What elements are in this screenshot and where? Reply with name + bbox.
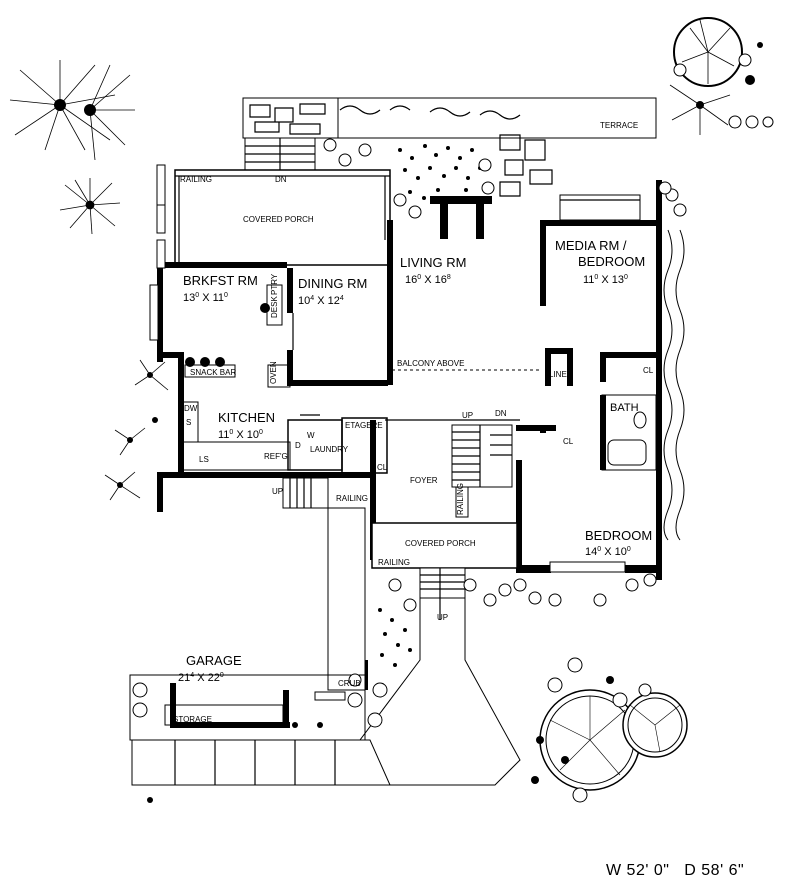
curb-label: CRUB — [338, 679, 361, 688]
living-dims: 160 X 168 — [405, 274, 451, 286]
brkfst-name: BRKFST RM — [183, 273, 258, 288]
lazy-susan-label: LS — [199, 455, 209, 464]
garage-dims: 214 X 220 — [178, 672, 224, 684]
sink-label: S — [186, 418, 191, 427]
down-label: DN — [495, 409, 507, 418]
walkway — [131, 507, 521, 786]
shrub-icon — [117, 372, 323, 803]
etagere-label: ETAGERE — [345, 421, 383, 430]
closet-label: CL — [563, 437, 574, 446]
stairs — [451, 424, 513, 518]
exterior-walls — [157, 180, 662, 728]
shrub-icon — [132, 673, 388, 728]
tree-icon — [669, 17, 774, 135]
down-label: DN — [275, 175, 287, 184]
railing-label: RAILING — [180, 175, 212, 184]
depth-dimension: D 58' 6" — [684, 862, 745, 879]
dining-dims: 104 X 124 — [298, 295, 344, 307]
rear-porch-label: COVERED PORCH — [243, 215, 314, 224]
laundry-label: LAUNDRY — [310, 445, 349, 454]
railing-label: RAILING — [456, 483, 465, 515]
front-porch-label: COVERED PORCH — [405, 539, 476, 548]
kitchen-name: KITCHEN — [218, 410, 275, 425]
shrub-icon — [388, 181, 687, 612]
living-name: LIVING RM — [400, 255, 466, 270]
tree-icon — [9, 60, 135, 161]
brkfst-dims: 130 X 110 — [183, 292, 228, 304]
storage-label: STORAGE — [173, 715, 212, 724]
shrub-icon — [104, 359, 169, 501]
stairs — [244, 137, 316, 171]
closet-label: CL — [643, 366, 654, 375]
kitchen-dims: 110 X 100 — [218, 429, 263, 441]
front-covered-porch — [371, 522, 518, 569]
garage-name: GARAGE — [186, 653, 242, 668]
desk-label: DESK — [270, 296, 279, 318]
dishwasher-label: DW — [184, 404, 198, 413]
foyer-label: FOYER — [410, 476, 438, 485]
pantry-label: PTRY — [270, 273, 279, 295]
media-name-2: BEDROOM — [578, 254, 645, 269]
oven-label: OVEN — [269, 361, 278, 384]
bedroom-dims: 140 X 100 — [585, 546, 631, 558]
up-label: UP — [462, 411, 473, 420]
stool-icon — [185, 357, 225, 367]
terrace-label: TERRACE — [600, 121, 638, 130]
media-dims: 110 X 130 — [583, 274, 628, 286]
bath-label: BATH — [610, 402, 639, 414]
overall-dimensions: W 52' 0" D 58' 6" — [606, 862, 744, 880]
shrub-icon — [59, 178, 121, 235]
snack-bar-label: SNACK BAR — [190, 368, 236, 377]
bedroom-name: BEDROOM — [585, 528, 652, 543]
linen-label: LINEN — [549, 370, 573, 379]
closet-label: CL — [377, 463, 388, 472]
media-name-1: MEDIA RM / — [555, 238, 627, 253]
tree-icon — [531, 657, 688, 803]
washer-label: W — [307, 431, 315, 440]
dryer-label: D — [295, 441, 301, 450]
railing-label: RAILING — [336, 494, 368, 503]
hedge — [663, 229, 685, 541]
chair-icon — [260, 303, 270, 313]
width-dimension: W 52' 0" — [606, 862, 670, 879]
up-label: UP — [437, 613, 448, 622]
interior-walls — [179, 284, 657, 474]
balcony-label: BALCONY ABOVE — [397, 359, 464, 368]
window-icon — [149, 164, 641, 573]
garage — [129, 674, 366, 741]
terrace-patio — [242, 97, 657, 197]
refrigerator-label: REF'G — [264, 452, 288, 461]
up-label: UP — [272, 487, 283, 496]
rear-covered-porch — [174, 169, 391, 266]
stairs — [282, 477, 466, 620]
planting-bed — [378, 608, 412, 667]
railing-label: RAILING — [378, 558, 410, 567]
dining-name: DINING RM — [298, 276, 367, 291]
